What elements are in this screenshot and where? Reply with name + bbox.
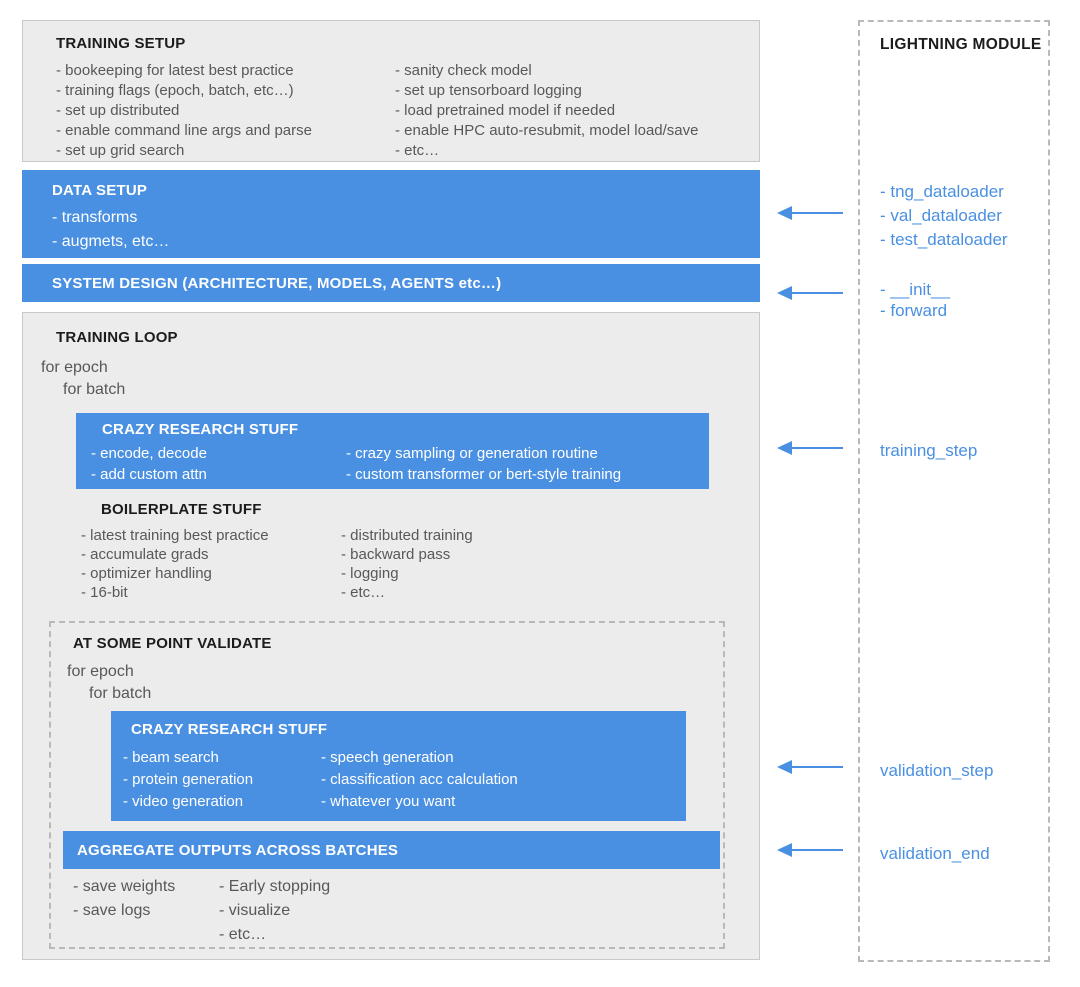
- aggregate-outputs-box: AGGREGATE OUTPUTS ACROSS BATCHES: [63, 831, 720, 869]
- list-item: - sanity check model: [395, 62, 532, 79]
- boilerplate-col1: - latest training best practice - accumu…: [81, 526, 269, 602]
- list-item: - encode, decode: [91, 445, 207, 462]
- list-item: - val_dataloader: [880, 206, 1002, 225]
- lightning-module-box: LIGHTNING MODULE - tng_dataloader - val_…: [858, 20, 1050, 962]
- list-item: - set up grid search: [56, 142, 185, 159]
- list-item: - set up tensorboard logging: [395, 82, 582, 99]
- arrow-left-icon-training-step: [777, 441, 843, 455]
- validation-end-label: validation_end: [880, 844, 990, 863]
- arrow-left-icon-validation-end: [777, 843, 843, 857]
- for-epoch-text: for epoch: [41, 359, 108, 376]
- training-step-label: training_step: [880, 441, 978, 460]
- arrowhead-icon: [777, 843, 792, 857]
- boilerplate-col2: - distributed training - backward pass -…: [341, 526, 473, 602]
- list-item: - test_dataloader: [880, 230, 1008, 249]
- post-validate-col1: - save weights - save logs: [73, 875, 175, 923]
- arrowhead-icon: [777, 206, 792, 220]
- training-setup-col1: - bookeeping for latest best practice - …: [56, 61, 312, 161]
- list-item: - add custom attn: [91, 466, 207, 483]
- validate-for-batch-text: for batch: [89, 685, 152, 702]
- init-forward-list: - __init__ - forward: [880, 279, 950, 321]
- data-setup-list: - transforms - augmets, etc…: [52, 206, 169, 254]
- list-item: - tng_dataloader: [880, 182, 1004, 201]
- list-item: - optimizer handling: [81, 565, 212, 582]
- lightning-module-title: LIGHTNING MODULE: [880, 36, 1042, 53]
- list-item: - load pretrained model if needed: [395, 102, 616, 119]
- list-item: - etc…: [395, 142, 440, 159]
- list-item: - 16-bit: [81, 584, 128, 601]
- list-item: - forward: [880, 301, 948, 320]
- training-setup-title: TRAINING SETUP: [56, 35, 186, 52]
- list-item: - accumulate grads: [81, 546, 209, 563]
- list-item: - training flags (epoch, batch, etc…): [56, 82, 294, 99]
- arrowhead-icon: [777, 441, 792, 455]
- list-item: - enable HPC auto-resubmit, model load/s…: [395, 122, 699, 139]
- crazy-train-col2: - crazy sampling or generation routine -…: [346, 443, 621, 485]
- arrowhead-icon: [777, 760, 792, 774]
- system-design-box: SYSTEM DESIGN (ARCHITECTURE, MODELS, AGE…: [22, 264, 760, 302]
- list-item: - Early stopping: [219, 878, 331, 895]
- list-item: - custom transformer or bert-style train…: [346, 466, 622, 483]
- list-item: - __init__: [880, 280, 950, 299]
- crazy-validate-col2: - speech generation - classification acc…: [321, 747, 518, 813]
- data-setup-box: DATA SETUP - transforms - augmets, etc…: [22, 170, 760, 258]
- list-item: - video generation: [123, 793, 244, 810]
- list-item: - backward pass: [341, 546, 451, 563]
- system-design-title: SYSTEM DESIGN (ARCHITECTURE, MODELS, AGE…: [52, 274, 502, 292]
- arrow-left-icon-system-design: [777, 286, 843, 300]
- list-item: - augmets, etc…: [52, 233, 170, 250]
- list-item: - classification acc calculation: [321, 771, 518, 788]
- list-item: - enable command line args and parse: [56, 122, 312, 139]
- list-item: - etc…: [219, 926, 267, 943]
- list-item: - protein generation: [123, 771, 254, 788]
- list-item: - save weights: [73, 878, 176, 895]
- list-item: - transforms: [52, 209, 138, 226]
- data-setup-title: DATA SETUP: [52, 182, 148, 199]
- arrow-left-icon-validation-step: [777, 760, 843, 774]
- training-setup-box: TRAINING SETUP - bookeeping for latest b…: [22, 20, 760, 162]
- list-item: - speech generation: [321, 749, 454, 766]
- list-item: - latest training best practice: [81, 527, 269, 544]
- list-item: - etc…: [341, 584, 386, 601]
- post-validate-col2: - Early stopping - visualize - etc…: [219, 875, 330, 947]
- crazy-research-validate-box: CRAZY RESEARCH STUFF - beam search - pro…: [111, 711, 686, 821]
- validate-title: AT SOME POINT VALIDATE: [73, 635, 272, 652]
- list-item: - bookeeping for latest best practice: [56, 62, 294, 79]
- for-batch-text: for batch: [63, 381, 126, 398]
- arrow-line: [790, 848, 843, 852]
- crazy-train-col1: - encode, decode - add custom attn: [91, 443, 207, 485]
- training-setup-col2: - sanity check model - set up tensorboar…: [395, 61, 699, 161]
- training-loop-box: TRAINING LOOP for epoch for batch CRAZY …: [22, 312, 760, 960]
- list-item: - crazy sampling or generation routine: [346, 445, 598, 462]
- crazy-research-validate-title: CRAZY RESEARCH STUFF: [131, 721, 328, 738]
- arrowhead-icon: [777, 286, 792, 300]
- list-item: - save logs: [73, 902, 151, 919]
- list-item: - distributed training: [341, 527, 473, 544]
- crazy-research-train-title: CRAZY RESEARCH STUFF: [102, 421, 299, 438]
- dataloader-list: - tng_dataloader - val_dataloader - test…: [880, 180, 1008, 252]
- list-item: - logging: [341, 565, 399, 582]
- crazy-validate-col1: - beam search - protein generation - vid…: [123, 747, 253, 813]
- arrow-line: [790, 291, 843, 295]
- validate-box: AT SOME POINT VALIDATE for epoch for bat…: [49, 621, 725, 949]
- boilerplate-title: BOILERPLATE STUFF: [101, 501, 262, 518]
- arrow-left-icon-data-setup: [777, 206, 843, 220]
- list-item: - whatever you want: [321, 793, 456, 810]
- list-item: - set up distributed: [56, 102, 180, 119]
- aggregate-outputs-title: AGGREGATE OUTPUTS ACROSS BATCHES: [77, 841, 399, 859]
- list-item: - beam search: [123, 749, 219, 766]
- arrow-line: [790, 211, 843, 215]
- validation-step-label: validation_step: [880, 761, 994, 780]
- crazy-research-train-box: CRAZY RESEARCH STUFF - encode, decode - …: [76, 413, 709, 489]
- training-loop-title: TRAINING LOOP: [56, 329, 178, 346]
- arrow-line: [790, 446, 843, 450]
- arrow-line: [790, 765, 843, 769]
- validate-for-epoch-text: for epoch: [67, 663, 134, 680]
- list-item: - visualize: [219, 902, 291, 919]
